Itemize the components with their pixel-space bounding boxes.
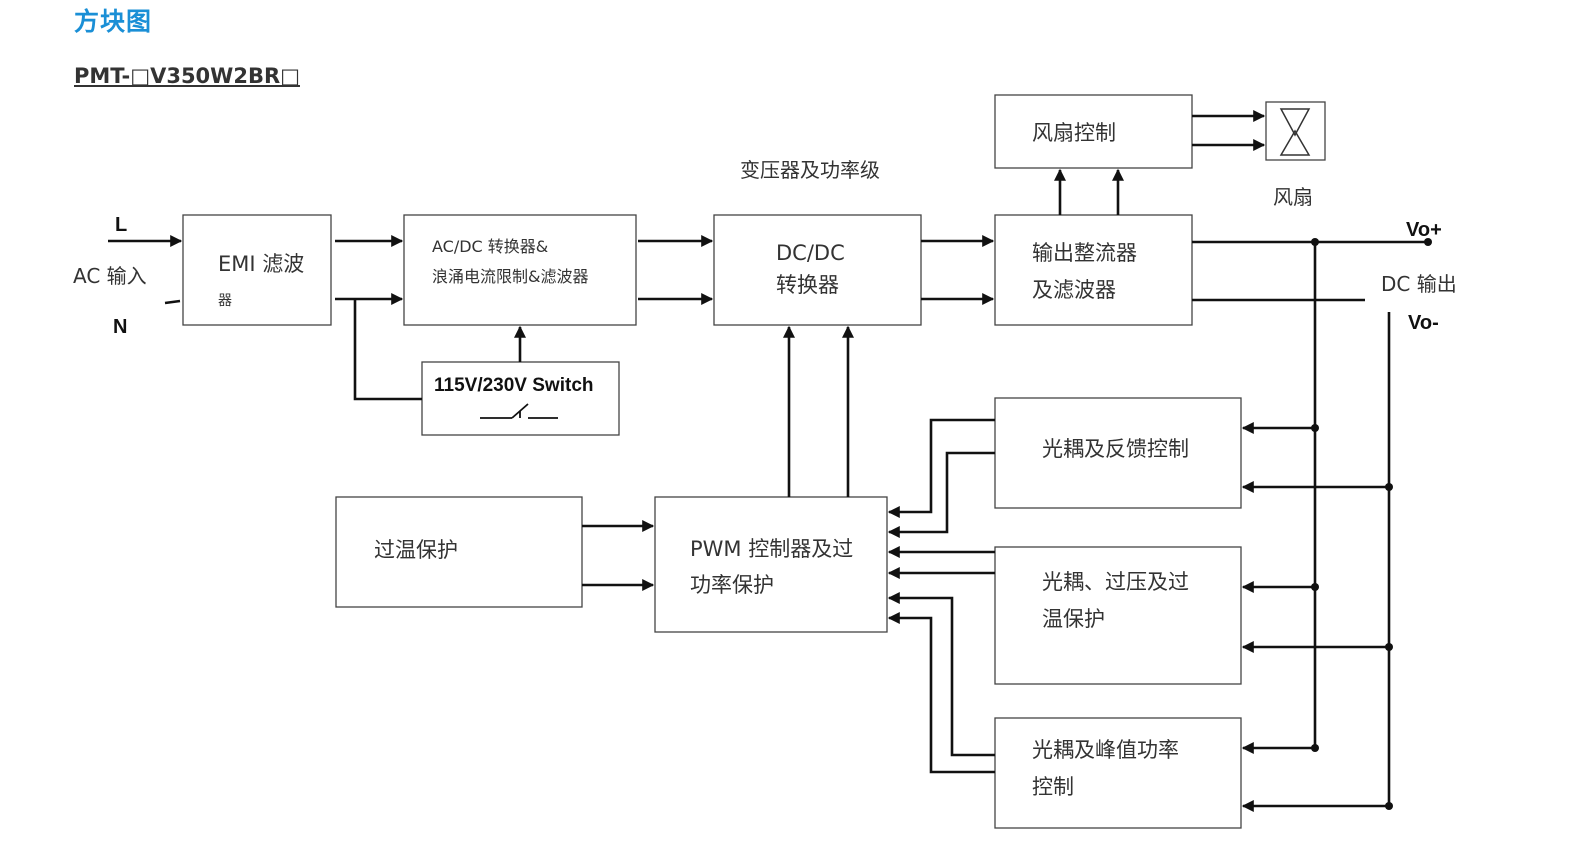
emi-line2: 器 [218,293,232,309]
ovp-otp-block [994,546,1242,685]
switch-icon [480,403,558,419]
rectifier-filter-block [994,214,1193,326]
voltage-switch-block [421,361,620,436]
wires [108,110,1432,812]
pwm-controller-block [654,496,888,633]
peak-line1: 光耦及峰值功率 [1032,738,1179,762]
input-l-label: L [115,214,127,236]
model-title: PMT-□V350W2BR□ [74,64,300,88]
switch-label: 115V/230V Switch [434,375,594,396]
acdc-line2: 浪涌电流限制&滤波器 [432,267,588,286]
input-n-label: N [113,316,127,338]
rectifier-line1: 输出整流器 [1032,241,1137,265]
rectifier-line2: 及滤波器 [1032,278,1116,302]
ovp-line1: 光耦、过压及过 [1042,570,1189,594]
vo-minus-label: Vo- [1408,312,1439,334]
ac-input-label: AC 输入 [73,264,147,288]
peak-power-block [994,717,1242,829]
dcdc-line1: DC/DC [776,241,845,265]
vo-plus-label: Vo+ [1406,219,1442,241]
page-title: 方块图 [74,7,153,36]
fan-caption: 风扇 [1273,185,1313,209]
dcdc-line2: 转换器 [776,273,839,297]
transformer-caption: 变压器及功率级 [740,158,880,182]
dc-output-label: DC 输出 [1381,272,1457,296]
fan-control-block [994,94,1193,169]
emi-filter-block [182,214,332,326]
otp-block [335,496,583,608]
peak-line2: 控制 [1032,775,1074,799]
fan-control-label: 风扇控制 [1032,121,1116,145]
ovp-line2: 温保护 [1042,607,1105,631]
feedback-control-block [994,397,1242,509]
feedback-label: 光耦及反馈控制 [1042,437,1189,461]
acdc-converter-block [403,214,637,326]
emi-line1: EMI 滤波 [218,252,304,276]
fan-icon [1279,108,1311,156]
pwm-line2: 功率保护 [690,573,774,597]
otp-label: 过温保护 [374,538,458,562]
dcdc-converter-block [713,214,922,326]
pwm-line1: PWM 控制器及过 [690,537,853,561]
acdc-line1: AC/DC 转换器& [432,237,548,256]
